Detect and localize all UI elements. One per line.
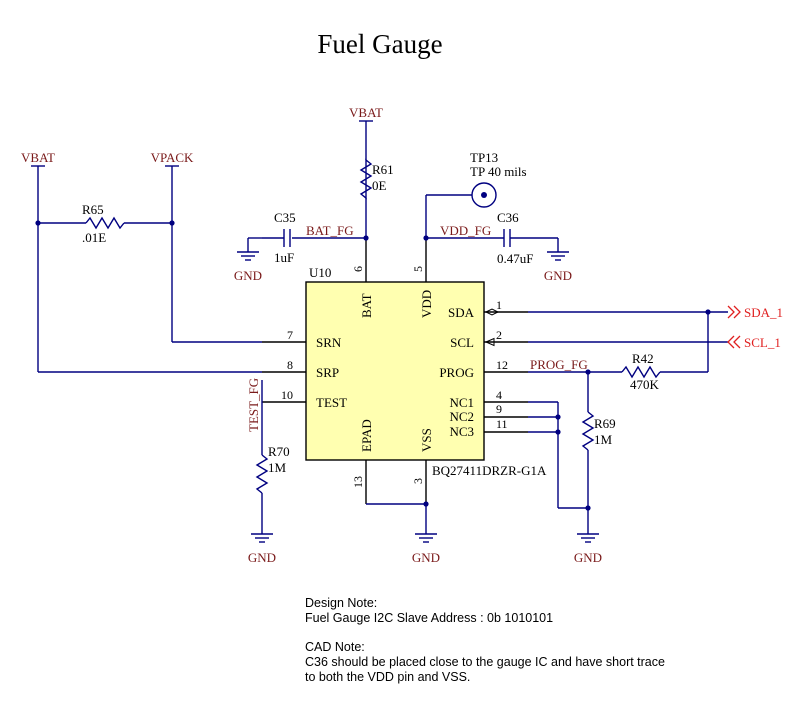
pin-test-name: TEST [316,395,347,410]
gnd-c36-icon: GND [544,251,572,283]
gnd-c35-label: GND [234,268,262,283]
pin-srp-name: SRP [316,365,339,380]
r65-value: .01E [82,230,106,245]
gnd-ic-label: GND [412,550,440,565]
capacitor-c36[interactable]: C36 0.47uF [497,210,533,266]
scl-input-arrow-icon [484,337,495,347]
pin-sda-name: SDA [448,305,475,320]
pin-nc1-name: NC1 [449,395,474,410]
net-bat-fg-label: BAT_FG [306,223,354,238]
net-prog-fg-label: PROG_FG [530,357,588,372]
r70-zigzag [255,454,269,494]
pin-nc1-num: 4 [496,388,502,402]
gnd-r70-icon: GND [248,533,276,565]
gnd-r69-icon: GND [574,533,602,565]
resistor-r70[interactable]: R70 1M [255,444,290,494]
port-scl-label: SCL_1 [744,335,781,350]
r61-value: 0E [372,178,387,193]
r42-ref: R42 [632,351,654,366]
pin-prog-name: PROG [439,365,474,380]
port-sda[interactable]: SDA_1 [727,305,783,320]
gnd-c36-label: GND [544,268,572,283]
tp13-dot-icon [481,192,487,198]
r65-zigzag [85,216,125,230]
pin-epad-name: EPAD [359,419,374,452]
sda-io-arrow-icon [484,308,500,316]
pin-nc3-num: 11 [496,417,508,431]
pin-scl-num: 2 [496,328,502,342]
net-vdd-fg-label: VDD_FG [440,223,491,238]
resistor-r42[interactable]: R42 470K [621,351,661,392]
pin-srp-num: 8 [287,358,293,372]
design-notes: Design Note: Fuel Gauge I2C Slave Addres… [305,596,665,684]
resistor-r65[interactable]: R65 .01E [82,202,125,245]
capacitor-c35[interactable]: C35 1uF [262,210,296,265]
tp13-value: TP 40 mils [470,164,527,179]
pin-bat-name: BAT [359,293,374,318]
cad-note-line2: to both the VDD pin and VSS. [305,670,470,684]
port-scl[interactable]: SCL_1 [727,335,781,350]
cad-note-title: CAD Note: [305,640,365,654]
testpoint-tp13[interactable]: TP13 TP 40 mils [470,150,527,208]
design-note-title: Design Note: [305,596,377,610]
r42-value: 470K [630,377,660,392]
r69-zigzag [581,411,595,451]
sda-port-arrow-icon [727,305,741,319]
tp13-ref: TP13 [470,150,498,165]
pin-srn-num: 7 [287,328,293,342]
pin-vdd-name: VDD [419,290,434,318]
pin-scl-name: SCL [450,335,474,350]
pin-srn-name: SRN [316,335,342,350]
r61-zigzag [359,158,373,200]
net-test-fg-label: TEST_FG [246,378,261,432]
ic-part: BQ27411DRZR-G1A [432,463,547,478]
pin-test-num: 10 [281,388,293,402]
resistor-r61[interactable]: R61 0E [359,158,394,200]
scl-port-arrow-icon [727,335,741,349]
pin-bat-num: 6 [351,266,365,272]
resistor-r69[interactable]: R69 1M [581,411,616,451]
vpack-label: VPACK [151,150,194,165]
vbat-left-power-port: VBAT [21,150,55,167]
design-note-line1: Fuel Gauge I2C Slave Address : 0b 101010… [305,611,553,625]
r69-value: 1M [594,432,613,447]
pin-epad-num: 13 [351,476,365,488]
pin-prog-num: 12 [496,358,508,372]
junction-nc3 [555,429,561,435]
vbat-top-label: VBAT [349,105,383,120]
c36-ref: C36 [497,210,519,225]
gnd-ic-icon: GND [412,533,440,565]
c36-value: 0.47uF [497,251,533,266]
r42-zigzag [621,365,661,379]
r65-ref: R65 [82,202,104,217]
port-sda-label: SDA_1 [744,305,783,320]
r61-ref: R61 [372,162,394,177]
pin-nc2-name: NC2 [449,409,474,424]
cad-note-line1: C36 should be placed close to the gauge … [305,655,665,669]
pin-sda-num: 1 [496,298,502,312]
r70-value: 1M [268,460,287,475]
pin-vdd-num: 5 [411,266,425,272]
ic-u10[interactable]: U10 BQ27411DRZR-G1A 6 5 7 8 10 1 2 12 4 … [262,238,547,504]
gnd-r70-label: GND [248,550,276,565]
vbat-left-label: VBAT [21,150,55,165]
vpack-power-port: VPACK [151,150,194,167]
vbat-top-power-port: VBAT [349,105,383,160]
pin-nc2-num: 9 [496,402,502,416]
pin-nc3-name: NC3 [449,424,474,439]
junction-nc2 [555,414,561,420]
r69-ref: R69 [594,416,616,431]
pin-vss-num: 3 [411,478,425,484]
c35-value: 1uF [274,250,294,265]
pin-vss-name: VSS [419,428,434,452]
ic-body [305,281,485,461]
c35-ref: C35 [274,210,296,225]
r70-ref: R70 [268,444,290,459]
gnd-c35-icon: GND [234,251,262,283]
schematic-title: Fuel Gauge [317,29,442,59]
ic-ref: U10 [309,265,331,280]
gnd-r69-label: GND [574,550,602,565]
